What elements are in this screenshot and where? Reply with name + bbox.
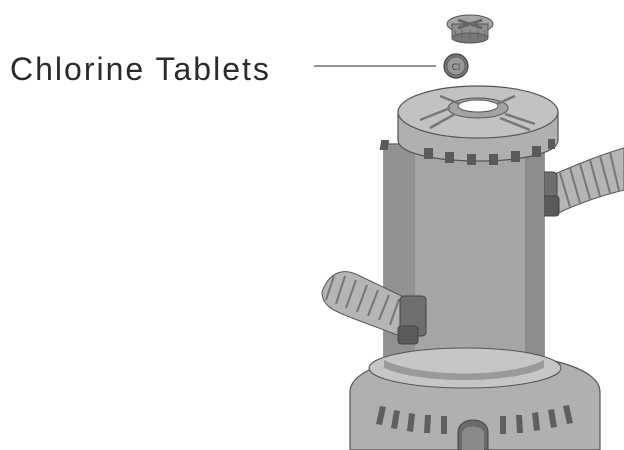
top-cap-icon	[447, 15, 493, 43]
tablet-symbol: Cl	[452, 63, 461, 73]
right-hose	[533, 148, 624, 216]
chlorine-tablet-icon: Cl	[444, 54, 468, 78]
filter-base	[350, 348, 600, 450]
